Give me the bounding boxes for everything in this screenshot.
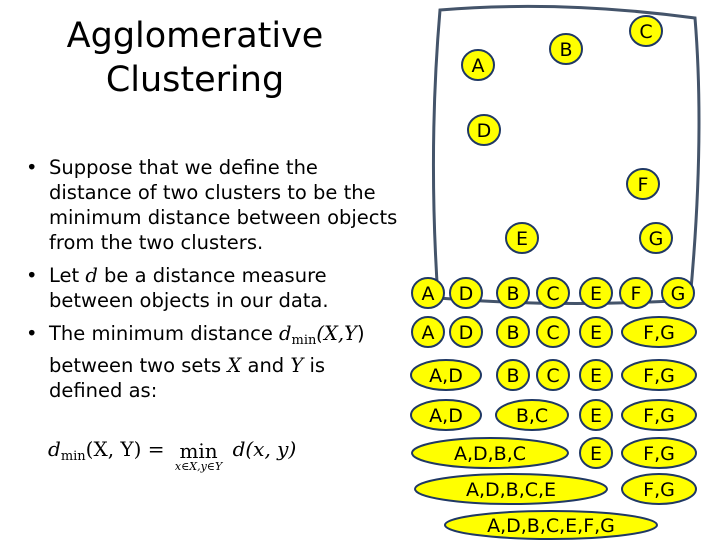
svg-text:F,G: F,G — [643, 443, 675, 465]
svg-text:D: D — [459, 283, 474, 305]
title-line-1: Agglomerative — [66, 16, 324, 56]
point-f: F — [626, 168, 660, 200]
point-a: A — [461, 49, 495, 81]
cluster-b: B — [496, 359, 530, 391]
svg-text:B: B — [559, 39, 572, 61]
merge-row-4: A,D B,C E F,G — [410, 399, 697, 431]
cluster-a-d-b-c-e-f-g: A,D,B,C,E,F,G — [444, 510, 658, 540]
svg-text:F,G: F,G — [643, 365, 675, 387]
cluster-c: C — [536, 359, 570, 391]
svg-text:C: C — [546, 283, 559, 305]
merge-row-3: A,D B C E F,G — [410, 359, 697, 391]
svg-text:E: E — [590, 405, 602, 427]
svg-text:E: E — [590, 322, 602, 344]
merge-row-5: A,D,B,C E F,G — [411, 437, 697, 469]
formula-rhs: d(x, y) — [232, 437, 297, 461]
cluster-e: E — [579, 399, 613, 431]
svg-text:B: B — [506, 283, 519, 305]
cluster-g: G — [661, 277, 695, 309]
svg-text:E: E — [590, 283, 602, 305]
cluster-a: A — [411, 316, 445, 348]
cluster-f-g: F,G — [621, 316, 697, 348]
svg-text:B: B — [506, 322, 519, 344]
svg-text:A,D: A,D — [429, 405, 463, 427]
cluster-b-c: B,C — [495, 399, 569, 431]
svg-text:A,D,B,C: A,D,B,C — [454, 443, 526, 465]
svg-text:A: A — [422, 322, 435, 344]
point-c: C — [629, 15, 663, 47]
cluster-a-d-b-c: A,D,B,C — [411, 437, 569, 469]
svg-text:C: C — [546, 322, 559, 344]
svg-text:G: G — [649, 228, 664, 250]
svg-text:E: E — [590, 365, 602, 387]
formula-args: (X, Y) = — [85, 437, 165, 461]
cluster-d: D — [449, 316, 483, 348]
merge-row-6: A,D,B,C,E F,G — [414, 473, 697, 505]
svg-text:C: C — [546, 365, 559, 387]
svg-text:C: C — [639, 21, 652, 43]
svg-text:A,D: A,D — [429, 365, 463, 387]
point-g: G — [639, 222, 673, 254]
svg-text:F: F — [631, 283, 642, 305]
bullet-2: Let d be a distance measure between obje… — [18, 263, 398, 313]
cluster-f-g: F,G — [621, 399, 697, 431]
cluster-a: A — [411, 277, 445, 309]
svg-text:A: A — [472, 55, 485, 77]
formula-d: d — [48, 437, 61, 461]
cluster-f-g: F,G — [621, 359, 697, 391]
merge-row-2: A D B C E F,G — [411, 316, 697, 348]
svg-text:A: A — [422, 283, 435, 305]
cluster-a-d-b-c-e: A,D,B,C,E — [414, 473, 608, 505]
cluster-b: B — [496, 316, 530, 348]
svg-text:D: D — [459, 322, 474, 344]
data-points: A B C D E F G — [461, 15, 673, 254]
svg-text:A,D,B,C,E: A,D,B,C,E — [466, 479, 556, 501]
svg-text:F,G: F,G — [643, 479, 675, 501]
point-d: D — [467, 114, 501, 146]
cluster-e: E — [579, 277, 613, 309]
bullet-1: Suppose that we define the distance of t… — [18, 155, 398, 255]
svg-text:B: B — [506, 365, 519, 387]
cluster-f-g: F,G — [621, 437, 697, 469]
cluster-a-d: A,D — [410, 359, 482, 391]
merge-row-7: A,D,B,C,E,F,G — [444, 510, 658, 540]
svg-text:E: E — [590, 443, 602, 465]
title-line-2: Clustering — [105, 60, 285, 100]
svg-text:A,D,B,C,E,F,G: A,D,B,C,E,F,G — [487, 515, 615, 537]
cluster-d: D — [449, 277, 483, 309]
svg-text:F: F — [638, 174, 649, 196]
cluster-a-d: A,D — [410, 399, 482, 431]
bullet-3: The minimum distance dmin(X,Y) between t… — [18, 321, 398, 403]
cluster-c: C — [536, 277, 570, 309]
svg-text:B,C: B,C — [516, 405, 548, 427]
cluster-e: E — [579, 437, 613, 469]
svg-text:D: D — [477, 120, 492, 142]
cluster-f-g: F,G — [621, 473, 697, 505]
svg-text:F,G: F,G — [643, 322, 675, 344]
cluster-e: E — [579, 359, 613, 391]
cluster-c: C — [536, 316, 570, 348]
slide-title: Agglomerative Clustering — [40, 14, 350, 102]
cluster-b: B — [496, 277, 530, 309]
svg-text:G: G — [671, 283, 686, 305]
svg-text:F,G: F,G — [643, 405, 675, 427]
point-e: E — [505, 222, 539, 254]
cluster-e: E — [579, 316, 613, 348]
svg-text:E: E — [516, 228, 528, 250]
cluster-f: F — [619, 277, 653, 309]
point-b: B — [549, 33, 583, 65]
formula-sub: min — [60, 449, 86, 464]
bullet-list: Suppose that we define the distance of t… — [18, 155, 398, 411]
